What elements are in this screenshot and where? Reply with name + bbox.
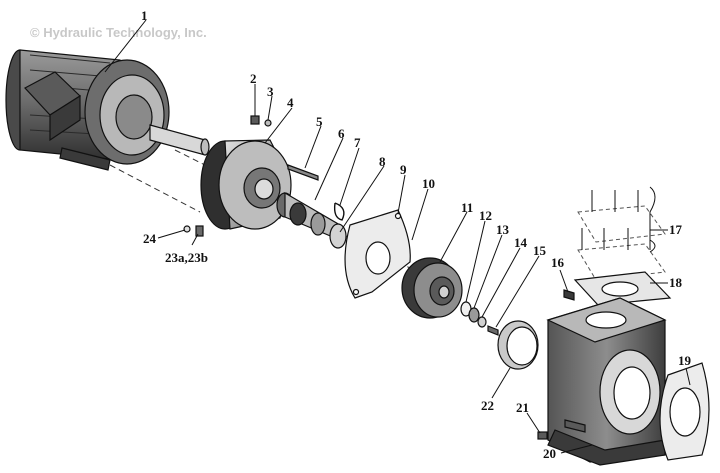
callout-20: 20: [543, 446, 556, 461]
impeller-bolt: [487, 325, 499, 336]
callout-12: 12: [479, 208, 492, 223]
callout-15: 15: [533, 243, 547, 258]
nut-14: [477, 316, 487, 328]
callout-14: 14: [514, 235, 528, 250]
stud: [287, 164, 319, 181]
leader-lines: [104, 19, 691, 454]
discharge-gasket: [659, 362, 710, 461]
callout-21: 21: [516, 400, 529, 415]
callout-17: 17: [669, 222, 683, 237]
callout-13: 13: [496, 222, 510, 237]
wear-ring: [497, 320, 539, 370]
retaining-ring: [333, 202, 345, 221]
screw-2: [250, 115, 260, 125]
callout-16: 16: [551, 255, 565, 270]
callout-24: 24: [143, 231, 157, 246]
callout-3: 3: [267, 84, 274, 99]
callout-19: 19: [678, 353, 692, 368]
callout-18: 18: [669, 275, 683, 290]
flange-hardware: [573, 190, 672, 306]
drain-plug: [563, 289, 575, 301]
callout-5: 5: [316, 114, 323, 129]
washer-13: [468, 307, 480, 323]
motor: [5, 49, 210, 171]
assembly-line-a: [109, 164, 201, 213]
callout-9: 9: [400, 162, 407, 177]
casing-plug: [537, 431, 548, 440]
callout-2: 2: [250, 71, 257, 86]
copyright-watermark: © Hydraulic Technology, Inc.: [30, 25, 207, 40]
washer-3: [264, 119, 272, 127]
callout-4: 4: [287, 95, 294, 110]
callout-23a-23b: 23a,23b: [165, 250, 208, 265]
callout-6: 6: [338, 126, 345, 141]
callout-labels: 1 2 3 4 5 6 7 8 9 10 11 12 13 14 15 16 1…: [141, 8, 692, 461]
washer-24: [183, 225, 191, 233]
gasket: [344, 209, 411, 299]
screw-23: [195, 225, 204, 237]
pump-casing: [546, 297, 667, 466]
adapter-bracket: [200, 139, 292, 230]
callout-7: 7: [354, 135, 361, 150]
callout-8: 8: [379, 154, 386, 169]
impeller: [401, 257, 463, 319]
callout-1: 1: [141, 8, 148, 23]
callout-11: 11: [461, 200, 473, 215]
mechanical-seal: [310, 212, 347, 249]
callout-10: 10: [422, 176, 435, 191]
callout-22: 22: [481, 398, 494, 413]
